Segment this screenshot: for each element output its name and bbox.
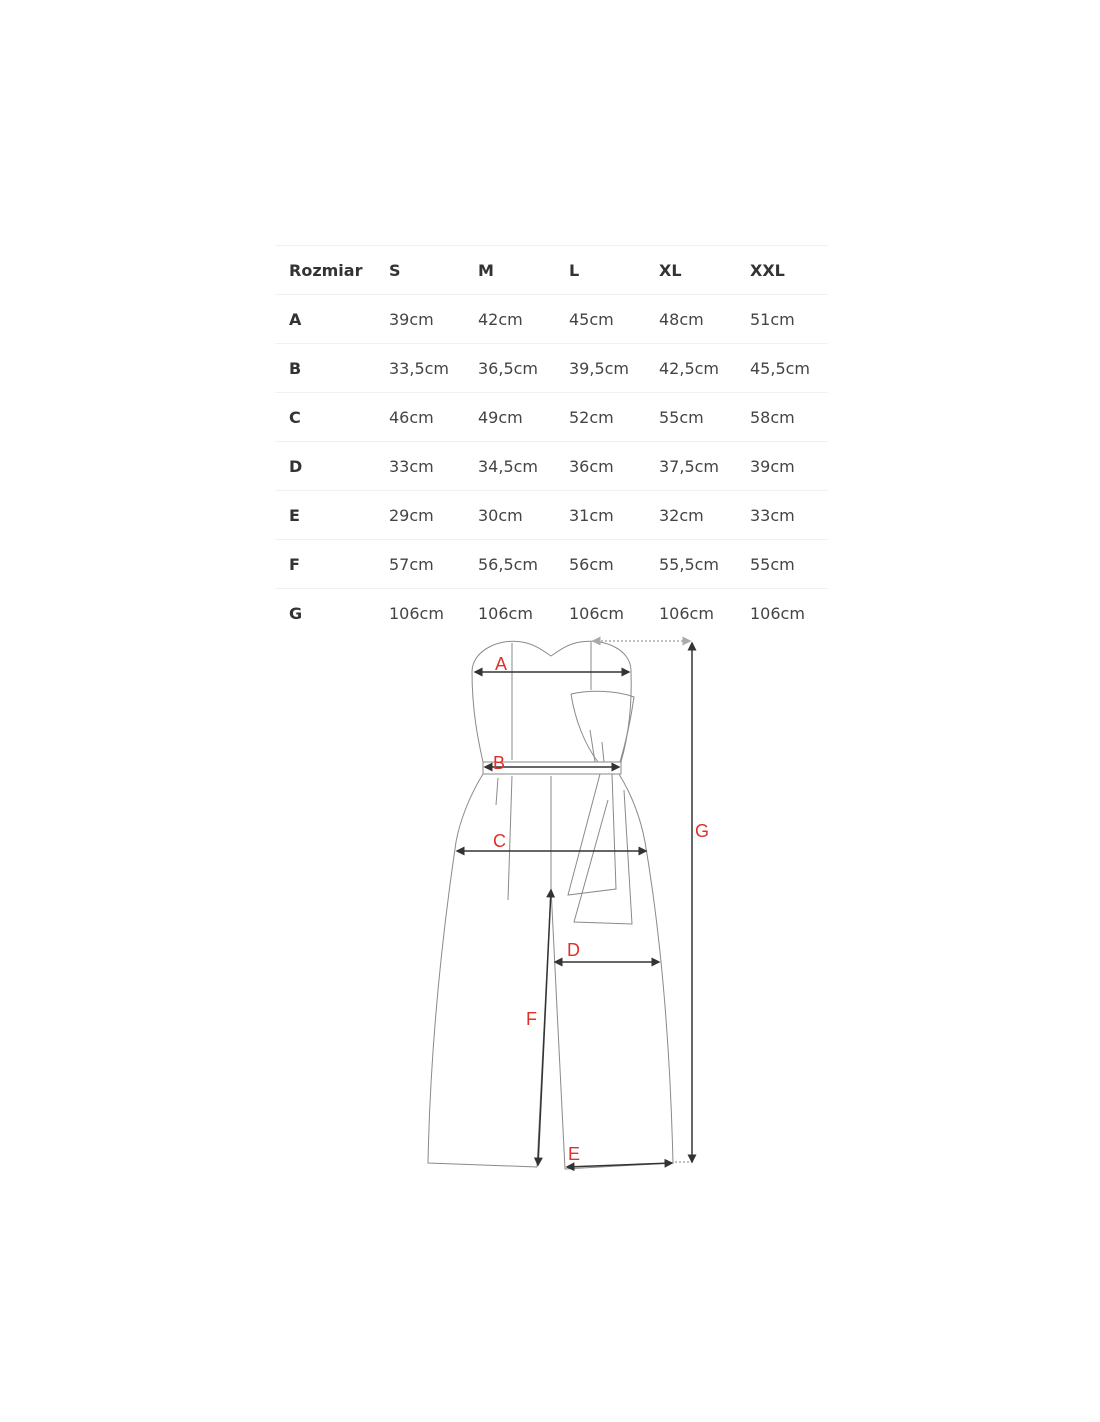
measurement-cell: 106cm (389, 588, 478, 637)
measurement-cell: 32cm (659, 490, 750, 540)
measurement-cell: 52cm (569, 392, 659, 442)
measurement-cell: 33cm (750, 490, 828, 540)
measurement-cell: 33cm (389, 441, 478, 491)
row-label: D (275, 441, 389, 491)
measurement-cell: 42cm (478, 294, 569, 344)
label-g: G (695, 821, 709, 841)
measurement-cell: 55cm (750, 539, 828, 589)
measurement-cell: 57cm (389, 539, 478, 589)
measurement-cell: 106cm (478, 588, 569, 637)
label-f: F (526, 1009, 537, 1029)
measurement-cell: 106cm (659, 588, 750, 637)
measurement-cell: 45,5cm (750, 343, 828, 393)
label-b: B (493, 753, 505, 773)
measurement-cell: 49cm (478, 392, 569, 442)
measurement-cell: 48cm (659, 294, 750, 344)
measurement-cell: 56,5cm (478, 539, 569, 589)
measurement-cell: 33,5cm (389, 343, 478, 393)
measurement-cell: 34,5cm (478, 441, 569, 491)
measurement-cell: 106cm (569, 588, 659, 637)
measurement-cell: 39cm (389, 294, 478, 344)
row-label: F (275, 539, 389, 589)
measurement-cell: 37,5cm (659, 441, 750, 491)
header-size-s: S (389, 245, 478, 295)
measurement-cell: 45cm (569, 294, 659, 344)
header-rozmiar: Rozmiar (275, 245, 389, 295)
measurement-cell: 31cm (569, 490, 659, 540)
measurement-cell: 56cm (569, 539, 659, 589)
header-size-l: L (569, 245, 659, 295)
measurement-cell: 29cm (389, 490, 478, 540)
measurement-cell: 58cm (750, 392, 828, 442)
measurement-cell: 36cm (569, 441, 659, 491)
row-label: G (275, 588, 389, 637)
measurement-cell: 39,5cm (569, 343, 659, 393)
label-e: E (568, 1144, 580, 1164)
measurement-arrows (455, 636, 697, 1172)
measurement-cell: 42,5cm (659, 343, 750, 393)
header-size-xxl: XXL (750, 245, 828, 295)
table-header-row: Rozmiar S M L XL XXL (275, 245, 828, 295)
row-label: B (275, 343, 389, 393)
row-label: C (275, 392, 389, 442)
arrow-f (533, 888, 556, 1167)
measurement-cell: 30cm (478, 490, 569, 540)
measurement-cell: 55,5cm (659, 539, 750, 589)
arrow-e (565, 1158, 674, 1172)
measurement-cell: 46cm (389, 392, 478, 442)
row-label: A (275, 294, 389, 344)
measurement-cell: 39cm (750, 441, 828, 491)
measurement-labels: A B C D E F G (493, 654, 709, 1164)
measurement-cell: 55cm (659, 392, 750, 442)
header-size-xl: XL (659, 245, 750, 295)
measurement-cell: 51cm (750, 294, 828, 344)
label-c: C (493, 831, 506, 851)
measurement-cell: 106cm (750, 588, 828, 637)
header-size-m: M (478, 245, 569, 295)
measurement-cell: 36,5cm (478, 343, 569, 393)
label-a: A (495, 654, 507, 674)
row-label: E (275, 490, 389, 540)
label-d: D (567, 940, 580, 960)
